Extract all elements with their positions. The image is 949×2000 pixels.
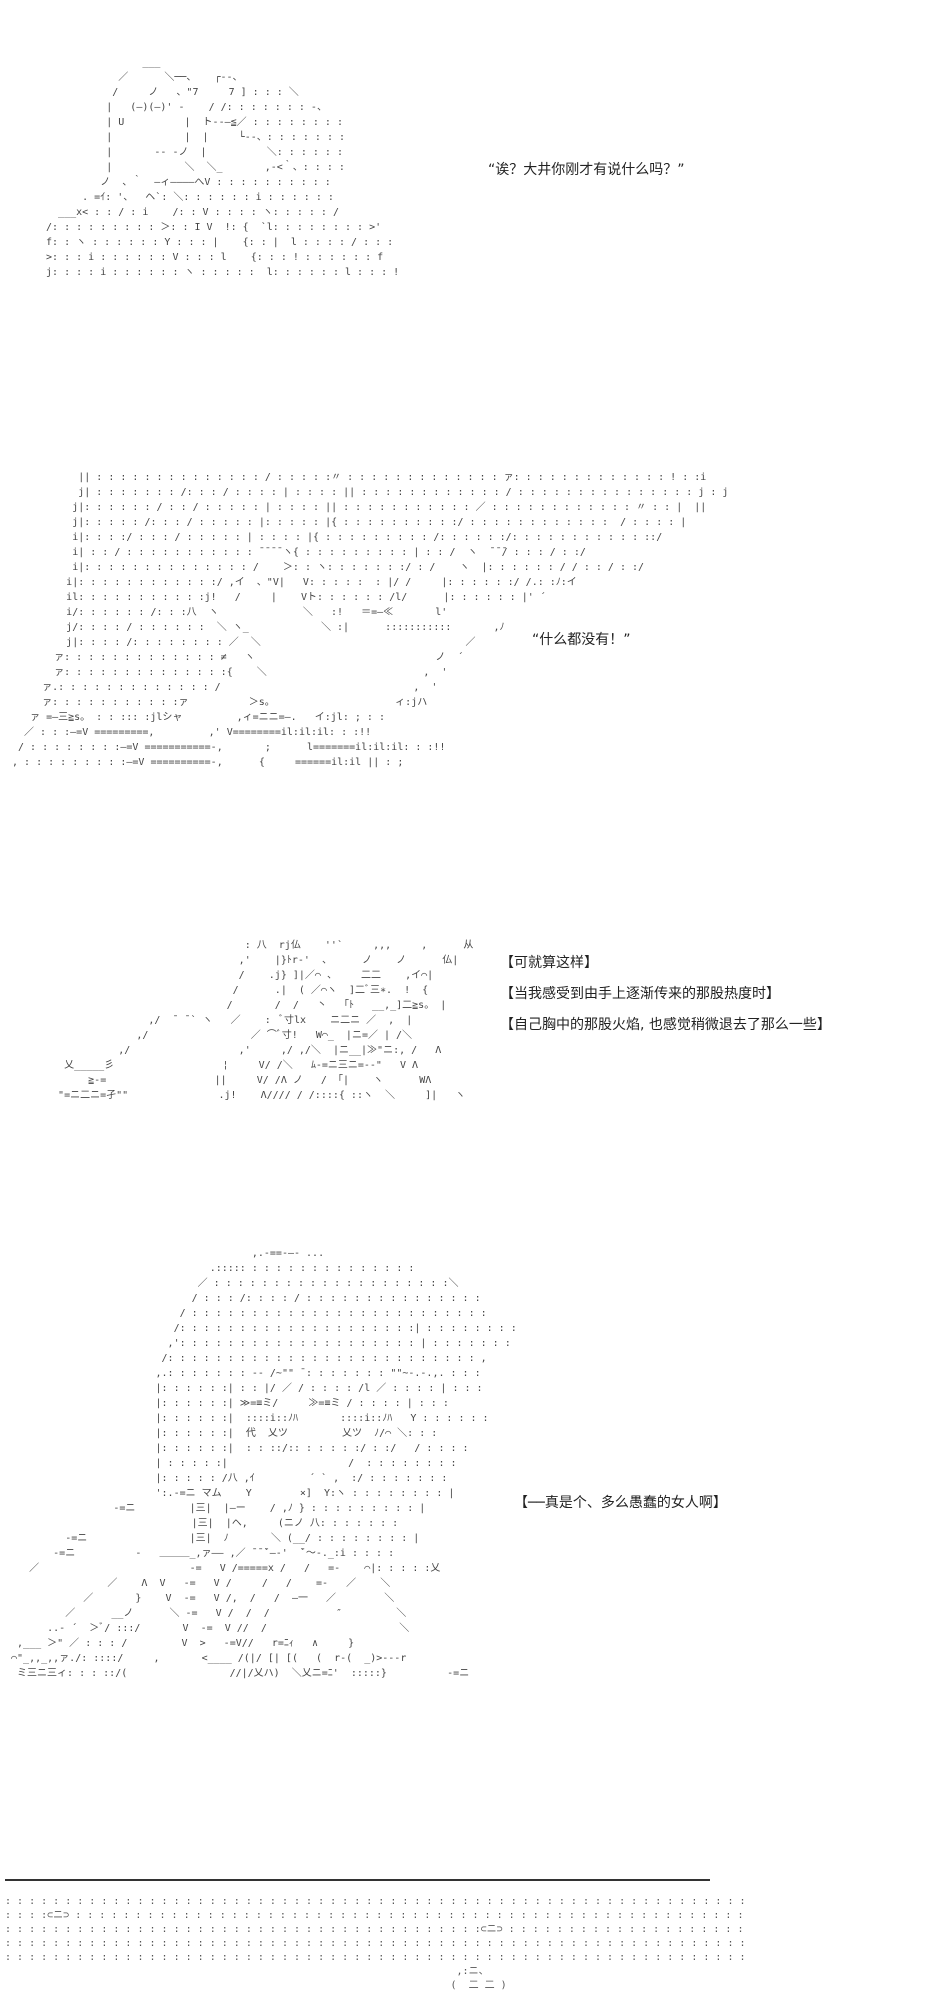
dialogue-panel-2: “什么都没有！” [532, 632, 631, 648]
narration-line: 【──真是个、多么愚蠢的女人啊】 [514, 1495, 727, 1511]
panel-2: || : : : : : : : : : : : : : : / : : : :… [0, 460, 949, 840]
ascii-art-panel-4: ,.-==-―- ... .::::: : : : : : : : : : : … [11, 1248, 517, 1679]
narration-panel-3: 【可就算这样】 【当我感受到由手上逐渐传来的那股热度时】 【自己胸中的那股火焰,… [500, 953, 831, 1046]
ascii-art-panel-2: || : : : : : : : : : : : : : : / : : : :… [12, 472, 729, 768]
panel-3: : 八 rj仏 ''` ,,, , 从 ,' |}ﾄr-' 、 ノ ノ 仏| /… [0, 930, 949, 1150]
ascii-art-panel-1: ___ ／ ＼──、 ┌--、 / ノ 、"7 7 ] : : : ＼ | (―… [46, 57, 400, 278]
divider-line [5, 1879, 710, 1881]
narration-line: 【可就算这样】 [500, 955, 598, 971]
narration-line: 【当我感受到由手上逐渐传来的那股热度时】 [500, 986, 780, 1002]
footer-ascii-art: : : : : : : : : : : : : : : : : : : : : … [5, 1896, 746, 1991]
dialogue-panel-1: “诶？大井你刚才有说什么吗？” [488, 162, 685, 178]
panel-1: ___ ／ ＼──、 ┌--、 / ノ 、"7 7 ] : : : ＼ | (―… [0, 0, 949, 360]
panel-4: ,.-==-―- ... .::::: : : : : : : : : : : … [0, 1240, 949, 1800]
narration-panel-4: 【──真是个、多么愚蠢的女人啊】 [514, 1493, 727, 1524]
ascii-art-panel-3: : 八 rj仏 ''` ,,, , 从 ,' |}ﾄr-' 、 ノ ノ 仏| /… [58, 940, 474, 1101]
narration-line: 【自己胸中的那股火焰, 也感觉稍微退去了那么一些】 [500, 1017, 831, 1033]
